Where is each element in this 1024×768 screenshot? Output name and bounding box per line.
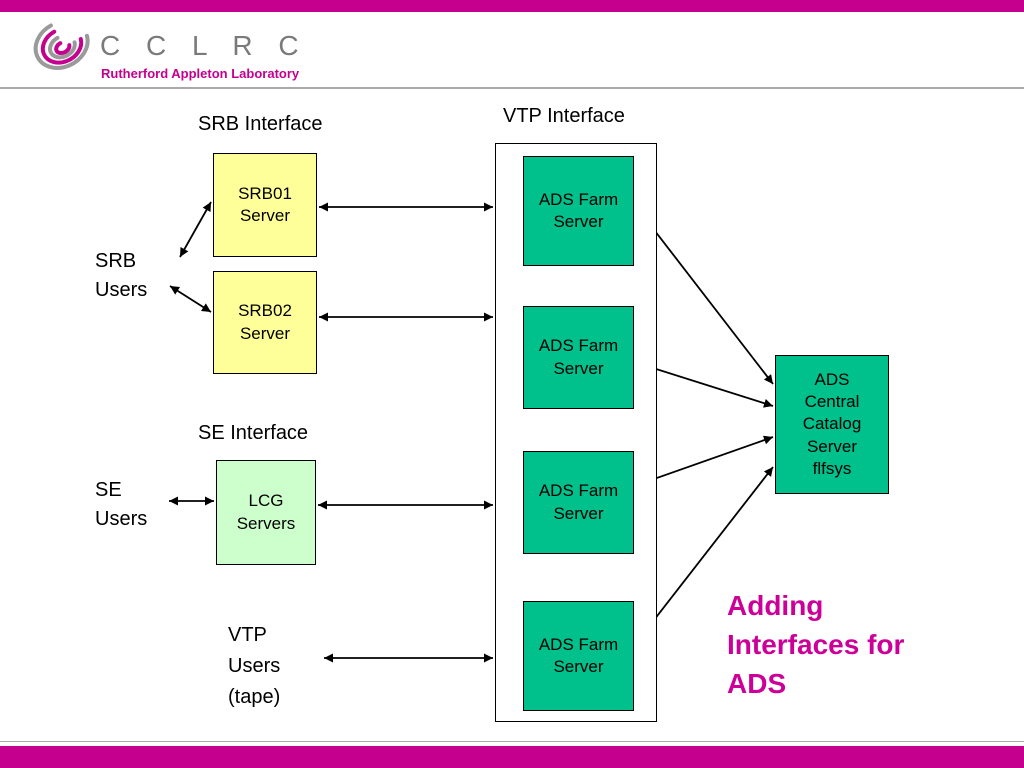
logo-text: C C L R C bbox=[100, 30, 308, 61]
label-se-interface: SE Interface bbox=[198, 422, 309, 444]
srb01-server-box: SRB01 Server bbox=[213, 153, 317, 257]
ads-farm-server-box-4: ADS Farm Server bbox=[523, 601, 634, 711]
se-users-label: SE Users bbox=[95, 479, 148, 530]
lcg-servers-box: LCG Servers bbox=[216, 460, 316, 565]
arrow-srbusers-srb01 bbox=[179, 201, 212, 258]
header-divider bbox=[0, 87, 1024, 89]
bottom-divider bbox=[0, 741, 1024, 742]
srb-users-label: SRB Users bbox=[95, 250, 148, 301]
bottom-accent-bar bbox=[0, 746, 1024, 768]
vtp-users-label: VTP Users (tape) bbox=[228, 624, 281, 708]
srb02-server-box: SRB02 Server bbox=[213, 271, 317, 374]
ads-farm-server-box-2: ADS Farm Server bbox=[523, 306, 634, 409]
arrow-catalog-farm1 bbox=[637, 208, 774, 385]
logo-subtitle: Rutherford Appleton Laboratory bbox=[101, 66, 300, 81]
ads-farm-server-box-1: ADS Farm Server bbox=[523, 156, 634, 266]
top-accent-bar bbox=[0, 0, 1024, 12]
label-vtp-interface: VTP Interface bbox=[503, 105, 625, 127]
ads-farm-server-box-3: ADS Farm Server bbox=[523, 451, 634, 554]
cclrc-logo-icon bbox=[33, 23, 90, 70]
ads-central-catalog-box: ADS Central Catalog Server flfsys bbox=[775, 355, 889, 494]
slide-title: Adding Interfaces for ADS bbox=[727, 590, 905, 700]
arrow-srbusers-srb02 bbox=[169, 285, 212, 313]
label-srb-interface: SRB Interface bbox=[198, 113, 323, 135]
